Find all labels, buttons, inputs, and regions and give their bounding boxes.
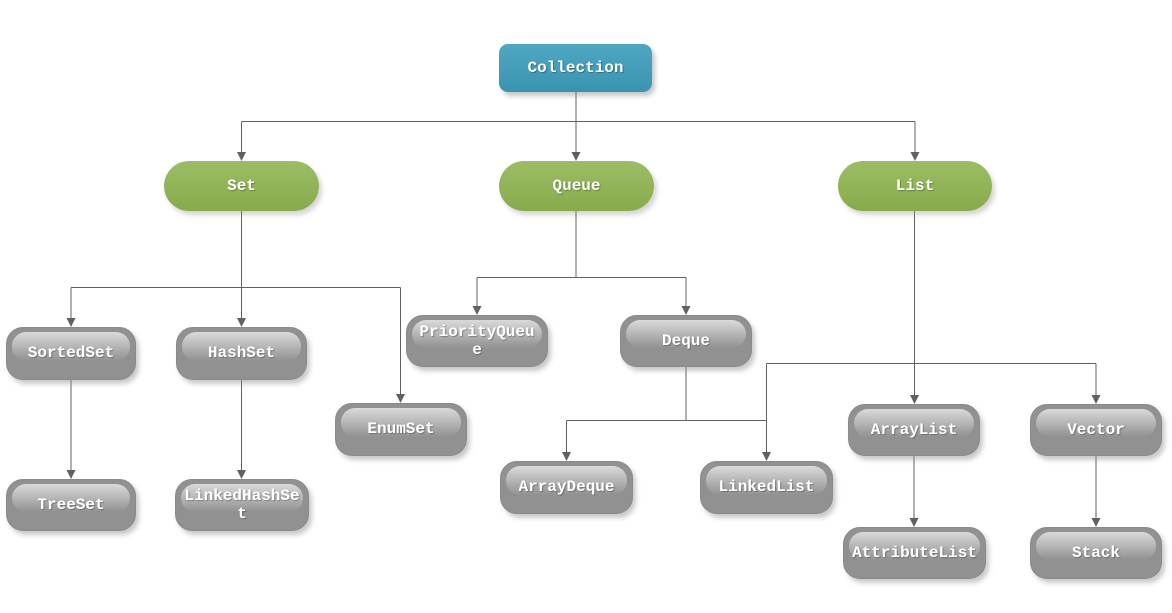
arrowhead-list: [910, 152, 920, 161]
node-queue-label: Queue: [552, 176, 601, 195]
arrowhead-arraylist: [910, 395, 919, 404]
node-arraydeque: ArrayDeque: [500, 461, 633, 514]
node-deque-label: Deque: [661, 331, 710, 350]
node-list-label: List: [895, 176, 935, 195]
node-enumset: EnumSet: [335, 403, 467, 456]
node-linkedhashset-label: LinkedHashSet: [184, 486, 300, 523]
arrowhead-linkedlist: [762, 452, 771, 461]
node-vector-label: Vector: [1067, 420, 1125, 439]
node-priorityqueue-label: PriorityQueue: [419, 322, 535, 359]
node-linkedhashset: LinkedHashSet: [175, 479, 309, 531]
arrowhead-set: [237, 152, 246, 161]
arrowhead-priorityqueue: [472, 306, 482, 315]
node-treeset-label: TreeSet: [37, 495, 105, 514]
node-arraylist: ArrayList: [848, 404, 980, 456]
arrowhead-arraydeque: [562, 452, 571, 461]
node-arraylist-label: ArrayList: [870, 420, 958, 439]
node-enumset-label: EnumSet: [367, 420, 435, 439]
node-sortedset-label: SortedSet: [27, 344, 115, 363]
node-treeset: TreeSet: [6, 479, 136, 531]
node-hashset-label: HashSet: [207, 344, 276, 363]
node-linkedlist-label: LinkedList: [718, 478, 815, 497]
node-stack-label: Stack: [1071, 543, 1120, 562]
node-collection-label: Collection: [527, 58, 624, 77]
node-attributelist-label: AttributeList: [852, 543, 977, 562]
node-set-label: Set: [227, 176, 256, 195]
arrowhead-treeset: [66, 470, 76, 479]
node-attributelist: AttributeList: [843, 527, 986, 579]
node-stack: Stack: [1030, 527, 1162, 579]
node-vector: Vector: [1030, 404, 1162, 456]
arrowhead-hashset: [237, 318, 246, 327]
arrowhead-stack: [1091, 518, 1101, 527]
arrowhead-vector: [1091, 395, 1101, 404]
node-arraydeque-label: ArrayDeque: [518, 478, 615, 497]
node-sortedset: SortedSet: [6, 327, 136, 380]
node-set: Set: [164, 161, 319, 211]
arrowhead-linkedhashset: [237, 470, 246, 479]
arrowhead-attributelist: [909, 518, 919, 527]
node-linkedlist: LinkedList: [700, 461, 833, 514]
node-list: List: [838, 161, 992, 211]
node-collection: Collection: [499, 44, 652, 92]
node-hashset: HashSet: [176, 327, 307, 380]
arrowhead-queue: [571, 152, 581, 161]
node-priorityqueue: PriorityQueue: [406, 315, 548, 367]
arrowhead-deque: [681, 306, 691, 315]
arrowhead-sortedset: [66, 318, 76, 327]
node-deque: Deque: [620, 315, 752, 367]
node-queue: Queue: [499, 161, 654, 211]
arrowhead-enumset: [396, 394, 405, 403]
